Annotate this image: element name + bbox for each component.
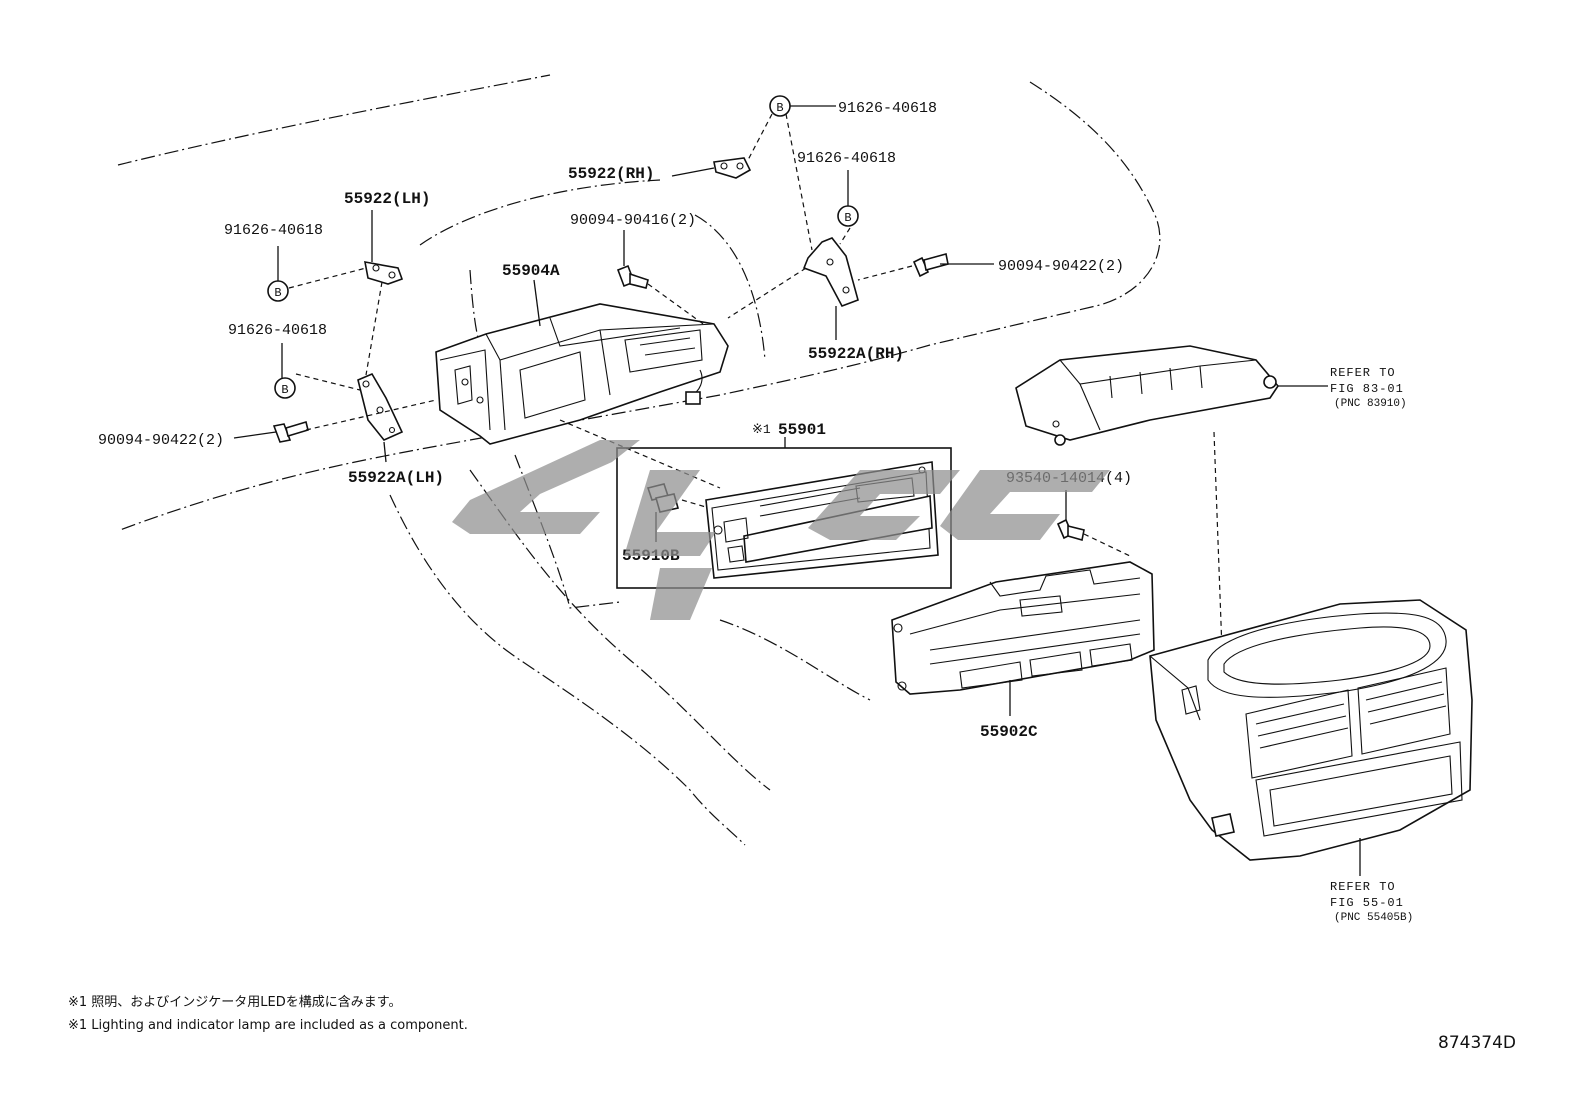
bracket-55922a-lh[interactable] — [357, 372, 404, 441]
label-55922-rh[interactable]: 55922(RH) — [568, 165, 654, 183]
screw-90094-90416[interactable] — [616, 264, 649, 289]
label-55922a-lh[interactable]: 55922A(LH) — [348, 469, 444, 487]
footnote-english: ※1 Lighting and indicator lamp are inclu… — [68, 1018, 468, 1033]
figure-id: 874374D — [1438, 1033, 1516, 1053]
svg-text:(PNC 55405B): (PNC 55405B) — [1334, 912, 1413, 924]
label-55901-prefix: ※1 — [752, 422, 771, 437]
label-90094-90422-right[interactable]: 90094-90422(2) — [998, 258, 1124, 275]
upper-vent-component[interactable] — [1015, 345, 1279, 446]
watermark-logo — [452, 440, 1110, 620]
switch-bezel-55902c[interactable] — [891, 561, 1155, 695]
label-91626-40618-right[interactable]: 91626-40618 — [797, 150, 896, 167]
screw-90094-90422-left[interactable] — [272, 420, 309, 443]
label-55922a-rh[interactable]: 55922A(RH) — [808, 345, 904, 363]
bracket-55922a-rh[interactable] — [802, 237, 859, 307]
reference-fig-55-01[interactable]: REFER TO FIG 55-01 (PNC 55405B) — [1330, 880, 1413, 924]
bracket-55922-lh[interactable] — [363, 261, 404, 285]
svg-text:B: B — [274, 286, 281, 300]
center-cluster-panel[interactable] — [1149, 599, 1473, 861]
screw-93540-14014[interactable] — [1056, 518, 1085, 542]
svg-text:REFER TO: REFER TO — [1330, 366, 1396, 380]
svg-text:FIG 55-01: FIG 55-01 — [1330, 896, 1404, 910]
b-marker-left-mid[interactable]: B — [274, 377, 296, 399]
label-91626-40618-top[interactable]: 91626-40618 — [838, 100, 937, 117]
svg-text:B: B — [281, 383, 288, 397]
svg-text:(PNC 83910): (PNC 83910) — [1334, 398, 1407, 410]
label-90094-90416[interactable]: 90094-90416(2) — [570, 212, 696, 229]
svg-text:FIG 83-01: FIG 83-01 — [1330, 382, 1404, 396]
label-55904a[interactable]: 55904A — [502, 262, 560, 280]
svg-text:REFER TO: REFER TO — [1330, 880, 1396, 894]
label-90094-90422-left[interactable]: 90094-90422(2) — [98, 432, 224, 449]
footnote-japanese: ※1 照明、およびインジケータ用LEDを構成に含みます。 — [68, 994, 401, 1010]
b-marker-left-top[interactable]: B — [267, 280, 289, 302]
b-marker-right[interactable]: B — [837, 205, 859, 227]
b-marker-top[interactable]: B — [769, 95, 791, 117]
svg-text:B: B — [776, 101, 783, 115]
label-55922-lh[interactable]: 55922(LH) — [344, 190, 430, 208]
screw-90094-90422-right[interactable] — [912, 253, 949, 278]
label-55901[interactable]: 55901 — [778, 421, 826, 439]
dashboard-outline — [117, 74, 1161, 846]
label-55902c[interactable]: 55902C — [980, 723, 1038, 741]
label-91626-40618-left-mid[interactable]: 91626-40618 — [228, 322, 327, 339]
label-91626-40618-left-top[interactable]: 91626-40618 — [224, 222, 323, 239]
housing-55904a[interactable] — [435, 303, 729, 445]
svg-text:B: B — [844, 211, 851, 225]
bracket-55922-rh[interactable] — [713, 157, 752, 179]
leader-lines — [233, 105, 1361, 876]
reference-fig-83-01[interactable]: REFER TO FIG 83-01 (PNC 83910) — [1330, 366, 1407, 410]
